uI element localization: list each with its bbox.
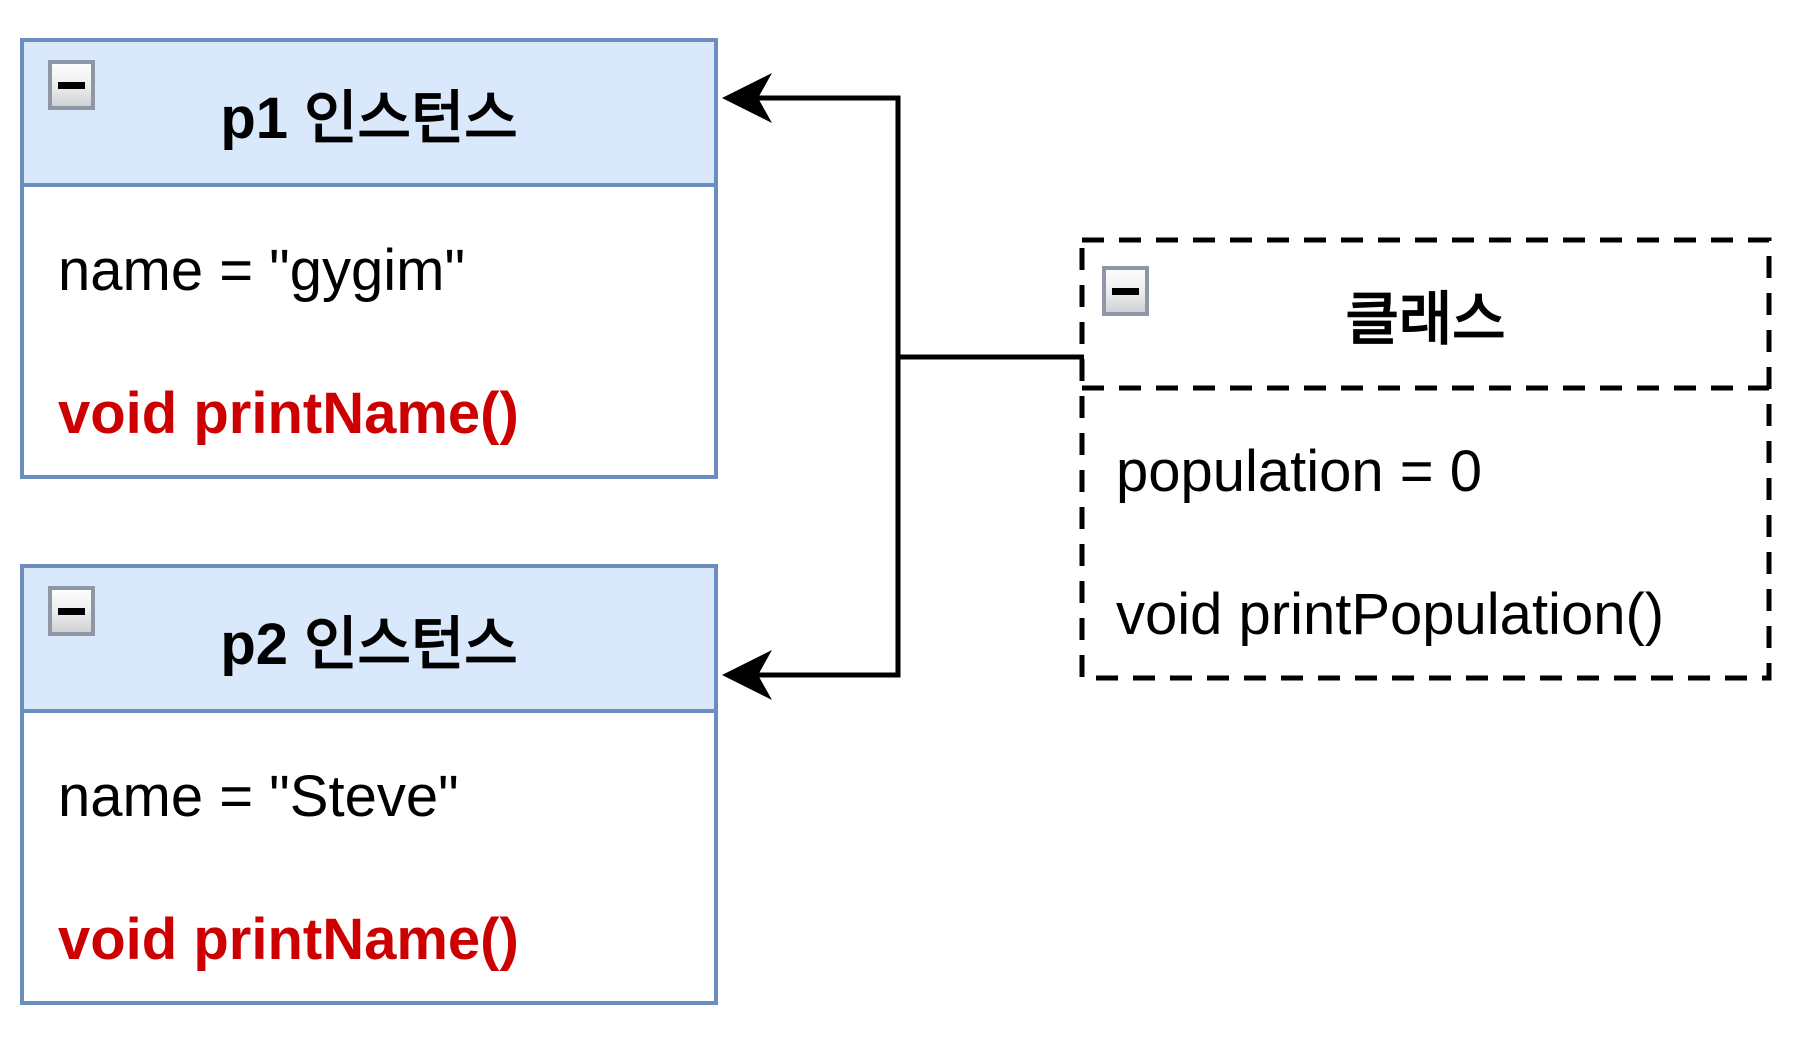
minus-icon xyxy=(58,81,85,89)
p1-instance-body: name = "gygim" void printName() xyxy=(24,187,714,475)
minus-icon xyxy=(58,607,85,615)
class-method-text: void printPopulation() xyxy=(1116,582,1665,647)
p1-collapse-button[interactable] xyxy=(48,60,95,110)
p1-field-text: name = "gygim" xyxy=(58,238,466,303)
class-collapse-button[interactable] xyxy=(1102,266,1149,316)
minus-icon xyxy=(1112,287,1139,295)
p1-instance-header: p1 인스턴스 xyxy=(24,42,714,187)
arrowhead-to-p2-icon xyxy=(722,650,772,700)
p2-method-text: void printName() xyxy=(58,907,519,972)
class-box-title: 클래스 xyxy=(1345,287,1506,352)
class-field-text: population = 0 xyxy=(1116,439,1483,504)
class-box-body: population = 0 void printPopulation() xyxy=(1082,388,1769,678)
p1-instance-title: p1 인스턴스 xyxy=(220,85,518,151)
p2-instance-body: name = "Steve" void printName() xyxy=(24,713,714,1001)
p1-instance-box[interactable]: p1 인스턴스 name = "gygim" void printName() xyxy=(20,38,718,479)
connector-trunk xyxy=(757,95,901,678)
class-box[interactable]: 클래스 population = 0 void printPopulation(… xyxy=(1082,240,1769,678)
p2-field-text: name = "Steve" xyxy=(58,764,459,829)
p2-instance-title: p2 인스턴스 xyxy=(220,611,518,677)
p1-method-text: void printName() xyxy=(58,381,519,446)
p2-collapse-button[interactable] xyxy=(48,586,95,636)
p2-instance-box[interactable]: p2 인스턴스 name = "Steve" void printName() xyxy=(20,564,718,1005)
arrowhead-to-p1-icon xyxy=(722,73,772,123)
p2-instance-header: p2 인스턴스 xyxy=(24,568,714,713)
class-box-header: 클래스 xyxy=(1082,240,1769,388)
